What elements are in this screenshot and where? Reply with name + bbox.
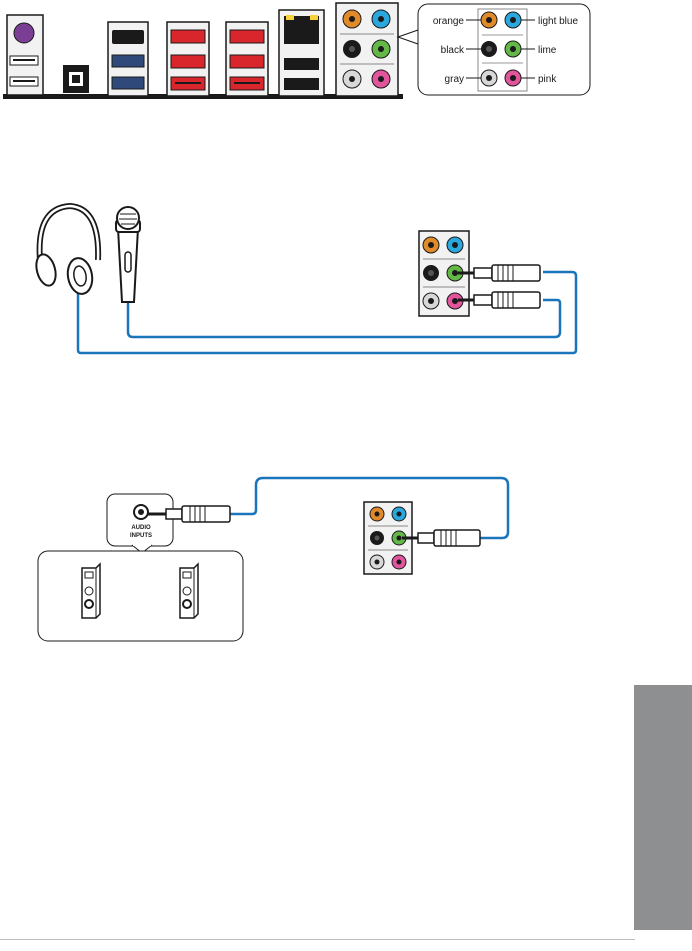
legend-label-lime: lime: [538, 45, 557, 56]
legend-label-pink: pink: [538, 74, 557, 85]
footer-divider: [0, 939, 635, 940]
headphone-plug: [458, 265, 540, 281]
legend-label-black: black: [441, 45, 465, 56]
audio-jack-block: [336, 3, 398, 96]
audio-inputs-label-line1: AUDIO: [131, 525, 151, 531]
legend-label-light-blue: light blue: [538, 16, 578, 27]
lan-usb-port-block: [279, 10, 324, 96]
audio-inputs-label-line2: INPUTS: [130, 533, 152, 539]
usb3-port-block-2: [226, 22, 268, 96]
right-speaker-icon: [180, 564, 198, 618]
microphone-icon: [116, 207, 140, 302]
headphone-cable: [78, 272, 576, 353]
headphone-mic-diagram: [33, 206, 576, 353]
hdmi-usb-port-block: [108, 22, 148, 96]
legend-label-gray: gray: [445, 74, 464, 85]
stereo-speaker-diagram: AUDIO INPUTS: [38, 478, 508, 641]
legend-label-orange: orange: [433, 16, 465, 27]
headphone-icon: [33, 206, 98, 296]
ps2-usb2-port-block: [7, 15, 43, 95]
usb3-port-block-1: [167, 22, 209, 96]
jack-color-legend: orange light blue black lime gray pink: [418, 4, 590, 95]
optical-spdif-port: [63, 65, 89, 93]
microphone-plug: [458, 292, 540, 308]
chapter-side-tab: [634, 685, 692, 930]
left-speaker-icon: [82, 564, 100, 618]
speaker-output-plug: [402, 530, 480, 546]
rear-io-panel: [3, 3, 418, 99]
audio-inputs-device: AUDIO INPUTS: [107, 494, 173, 546]
